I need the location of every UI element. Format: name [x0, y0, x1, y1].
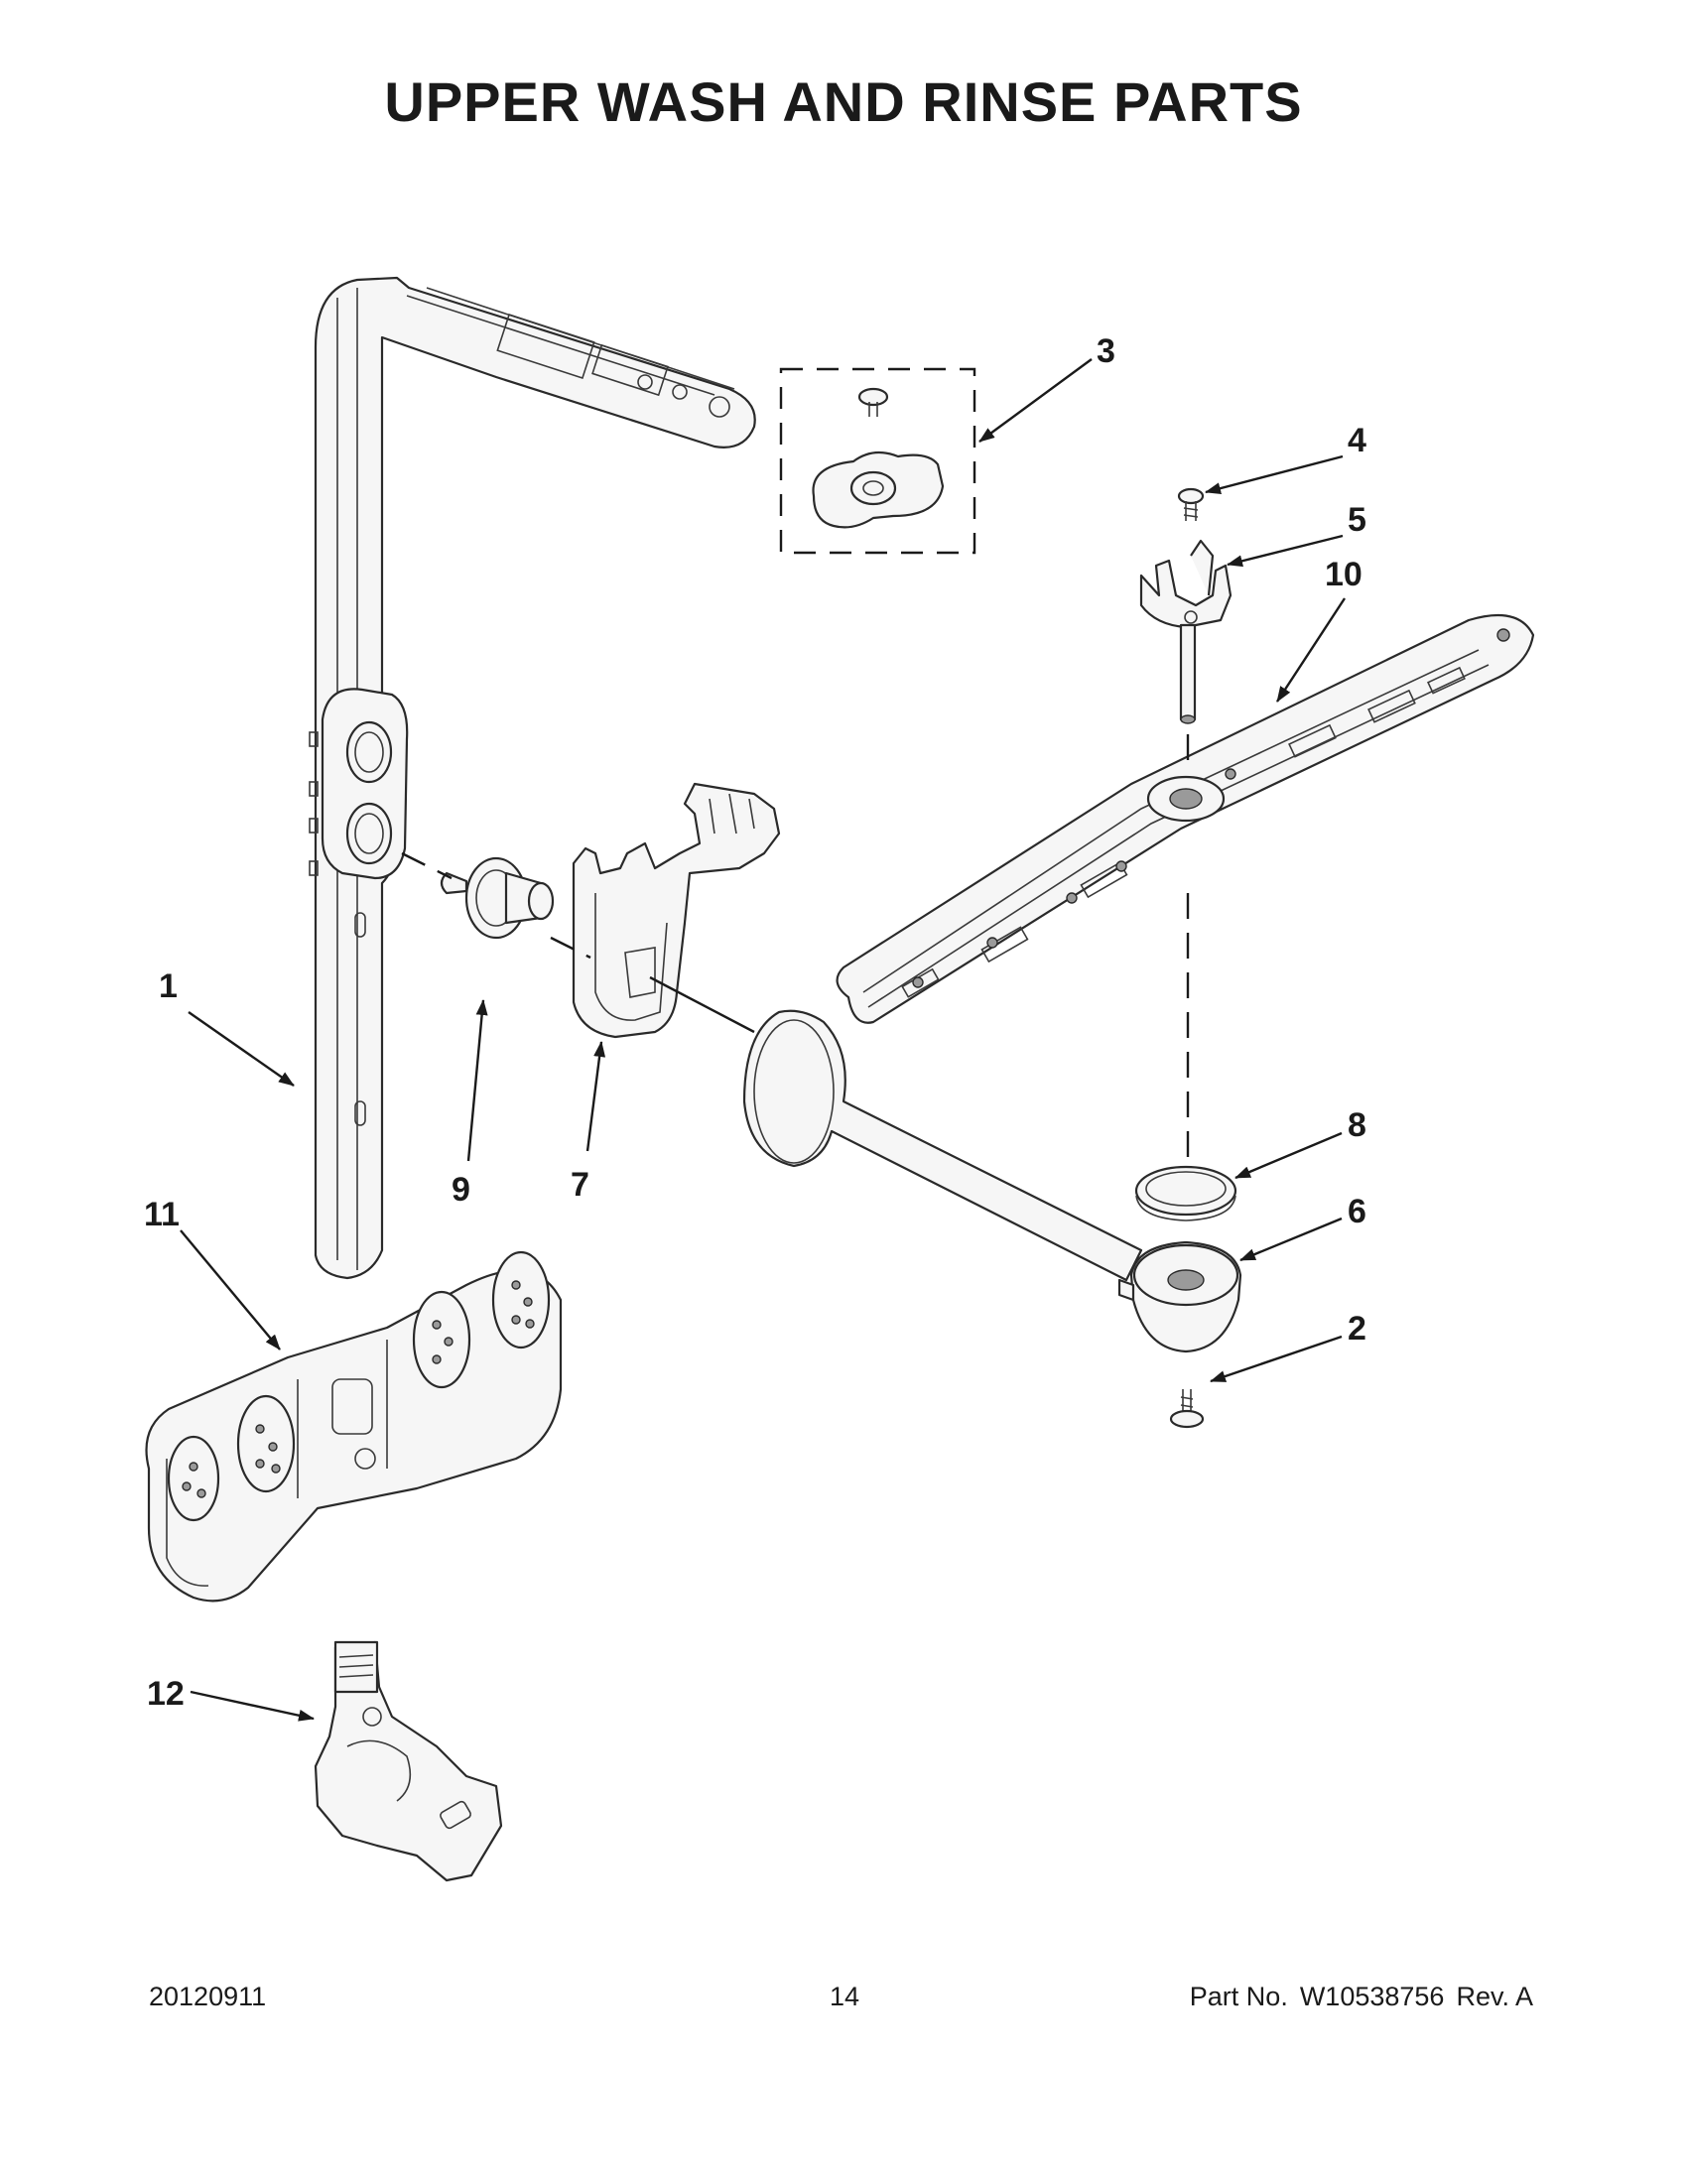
leader-7 — [585, 1041, 606, 1152]
part-3-bearing-clip — [779, 367, 976, 555]
leader-11 — [180, 1229, 281, 1350]
part-6-manifold-hub — [1117, 1240, 1242, 1353]
part-8-seal-ring — [1134, 1165, 1237, 1221]
callout-8: 8 — [1348, 1106, 1366, 1144]
callout-10: 10 — [1325, 556, 1363, 593]
callout-12: 12 — [147, 1675, 185, 1713]
footer-revision: Rev. A — [1456, 1982, 1533, 2011]
leader-3 — [978, 358, 1093, 443]
footer-part-number: W10538756 — [1299, 1982, 1445, 2011]
page-title: UPPER WASH AND RINSE PARTS — [384, 70, 1303, 133]
part-1-upper-wash-tube — [309, 276, 756, 1280]
footer-page-number: 14 — [830, 1982, 860, 2011]
leader-12 — [190, 1690, 315, 1722]
leader-8 — [1234, 1131, 1343, 1180]
part-7-bracket — [572, 782, 781, 1039]
part-2-screw — [1169, 1389, 1205, 1429]
leader-4 — [1205, 454, 1344, 495]
footer-date-code: 20120911 — [149, 1982, 267, 2011]
callout-6: 6 — [1348, 1193, 1366, 1230]
callout-4: 4 — [1348, 422, 1366, 459]
callout-2: 2 — [1348, 1310, 1366, 1348]
leader-arrows — [180, 358, 1347, 1722]
leader-9 — [466, 999, 488, 1162]
callout-9: 9 — [452, 1171, 470, 1209]
leader-1 — [188, 1011, 295, 1087]
callout-labels: 1 3 4 5 10 9 7 8 6 2 11 12 — [144, 332, 1366, 1713]
footer-part-info: Part No. W10538756 Rev. A — [1178, 1982, 1533, 2012]
leader-5 — [1227, 534, 1344, 568]
footer-part-label: Part No. — [1189, 1982, 1288, 2011]
callout-5: 5 — [1348, 501, 1366, 539]
part-4-screw — [1177, 487, 1205, 521]
part-11-spray-manifold — [145, 1250, 563, 1603]
alignment-lines — [401, 734, 1190, 1166]
callout-11: 11 — [144, 1196, 180, 1233]
leader-10 — [1275, 597, 1347, 703]
part-5-spray-arm-mount — [1139, 539, 1233, 724]
part-feed-conduit — [742, 1009, 1143, 1282]
leader-2 — [1210, 1335, 1343, 1383]
part-9-inlet-fitting — [440, 856, 555, 940]
callout-7: 7 — [571, 1166, 589, 1204]
callout-1: 1 — [159, 967, 178, 1005]
callout-3: 3 — [1097, 332, 1115, 370]
part-12-connector — [314, 1640, 503, 1882]
part-10-upper-spray-arm — [836, 613, 1535, 1024]
leader-6 — [1239, 1217, 1343, 1262]
